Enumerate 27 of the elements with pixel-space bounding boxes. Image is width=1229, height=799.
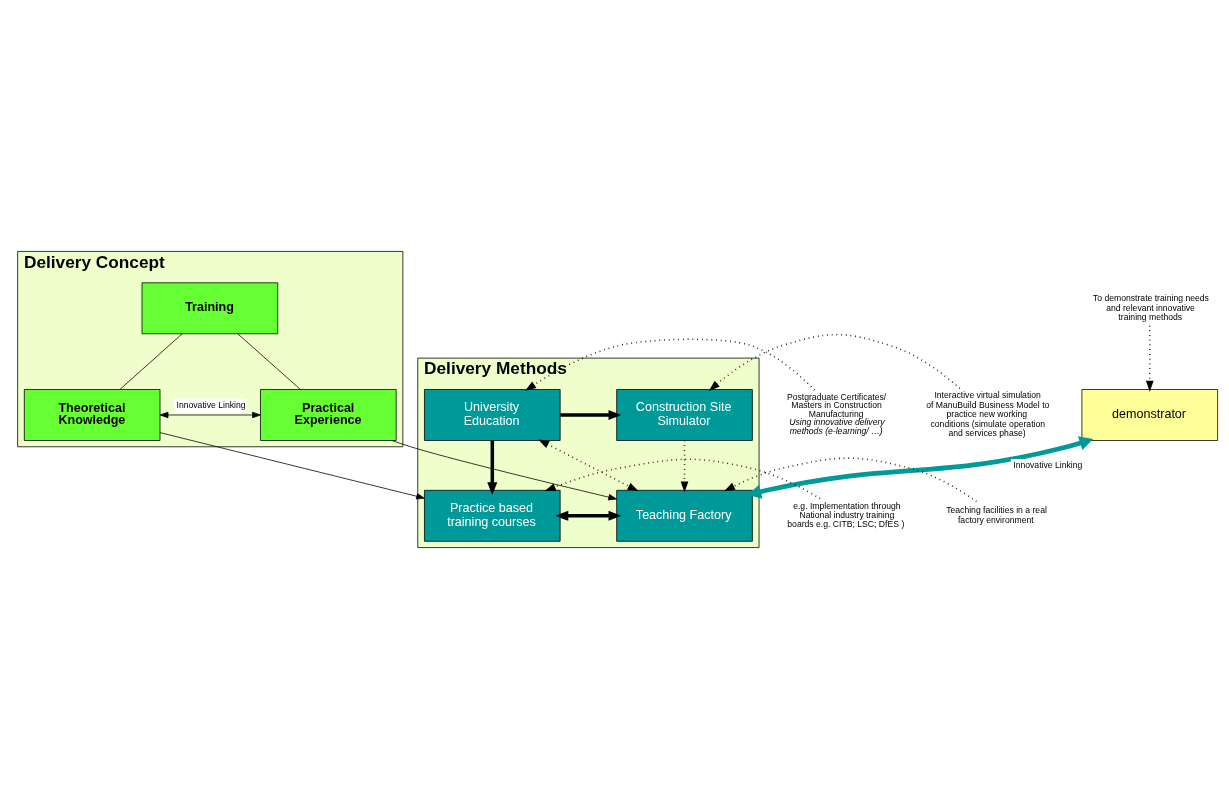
node-text: Interactive virtual simulation of ManuBuild Business Model to practice new working conditions (simulate operation and services phase) [926, 390, 1050, 439]
arrow [560, 409, 622, 421]
arrow [538, 439, 639, 492]
arrow [159, 432, 425, 500]
node-box: Practical Experience [260, 389, 397, 441]
node-text: To demonstrate training needs and relevant innovative training methods [1092, 293, 1209, 322]
arrow [544, 458, 821, 500]
arrow [555, 510, 622, 521]
arrow [525, 338, 816, 391]
arrow [391, 440, 617, 501]
node-text: Postgraduate Certificates/ Masters in Construction Manufacturing Using innovative delivery methods (e-learning/ …) [786, 391, 887, 437]
node-box: Teaching Factory [616, 489, 753, 542]
node-box: Theoretical Knowledge [23, 389, 161, 441]
node-box: Training [141, 282, 279, 335]
node-box: Practice based training courses [424, 489, 561, 542]
node-text: Teaching facilities in a real factory environment [946, 505, 1047, 525]
connector [119, 333, 183, 390]
arrow [708, 333, 961, 391]
edge-label: Innovative Linking [1013, 460, 1083, 471]
edge-label: Innovative Linking [176, 399, 246, 410]
arrow [159, 411, 261, 419]
connector [237, 333, 301, 390]
arrow [487, 440, 498, 496]
node-text: e.g. Implementation through National industry training boards e.g. CITB; LSC; DfES ) [787, 500, 905, 530]
node-box: Construction Site Simulator [616, 389, 753, 441]
node-box: demonstrator [1081, 389, 1219, 441]
node-box: University Education [424, 389, 561, 441]
